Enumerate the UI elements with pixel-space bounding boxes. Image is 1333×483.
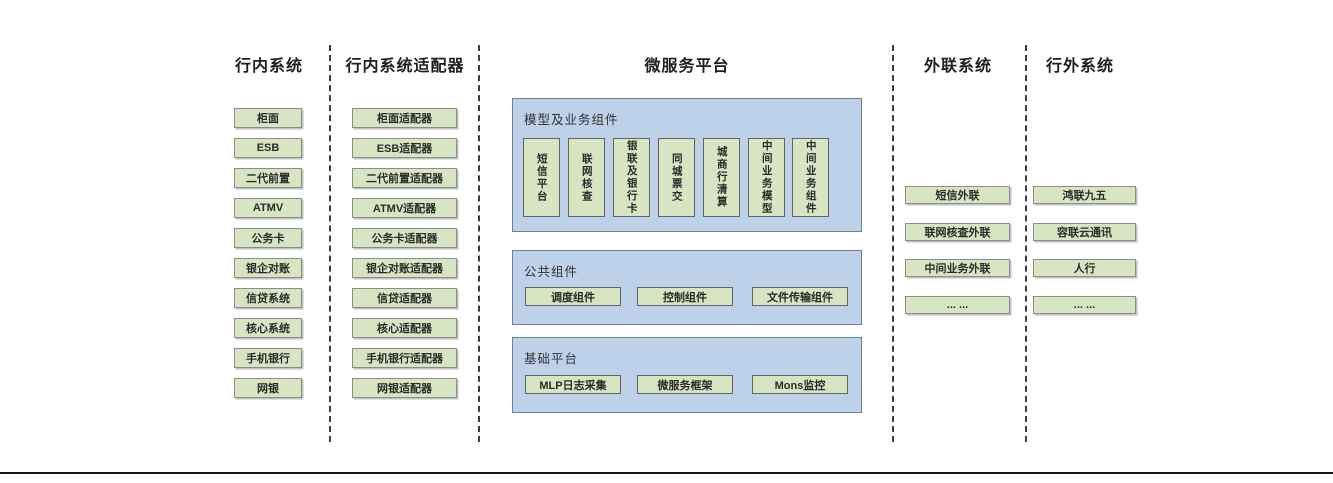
system-box-adapter: ESB适配器 [352, 138, 457, 158]
system-box-internal: 银企对账 [234, 258, 302, 278]
column-header-microservice-platform: 微服务平台 [644, 58, 730, 75]
system-box-adapter: 银企对账适配器 [352, 258, 457, 278]
system-box-adapter: 网银适配器 [352, 378, 457, 398]
component-label: 中间业务组件 [804, 140, 817, 215]
section-label-base: 基础平台 [524, 352, 579, 366]
system-box-outreach: 短信外联 [905, 186, 1010, 204]
component-label: 城商行清算 [715, 146, 728, 209]
column-divider [1025, 45, 1027, 442]
component-box-vertical: 银联及银行卡 [613, 138, 650, 217]
system-box-internal: ATMV [234, 198, 302, 218]
component-box: 控制组件 [637, 287, 733, 306]
system-box-external: ... ... [1033, 296, 1136, 314]
component-box-vertical: 城商行清算 [703, 138, 740, 217]
system-box-outreach: ... ... [905, 296, 1010, 314]
system-box-adapter: 柜面适配器 [352, 108, 457, 128]
column-header-internal-adapters: 行内系统适配器 [345, 58, 465, 75]
component-label: 短信平台 [535, 152, 548, 203]
column-divider [329, 45, 331, 442]
system-box-internal: 核心系统 [234, 318, 302, 338]
component-box-vertical: 中间业务模型 [748, 138, 785, 217]
component-box-vertical: 联网核查 [568, 138, 605, 217]
system-box-external: 人行 [1033, 259, 1136, 277]
system-box-internal: ESB [234, 138, 302, 158]
component-box: 微服务框架 [637, 375, 733, 394]
system-box-outreach: 联网核查外联 [905, 223, 1010, 241]
section-label-common: 公共组件 [524, 265, 579, 279]
component-box: MLP日志采集 [525, 375, 621, 394]
component-label: 中间业务模型 [760, 140, 773, 215]
component-label: 联网核查 [580, 152, 593, 203]
system-box-adapter: 手机银行适配器 [352, 348, 457, 368]
component-box: 调度组件 [525, 287, 621, 306]
component-box-vertical: 短信平台 [523, 138, 560, 217]
system-box-internal: 公务卡 [234, 228, 302, 248]
column-divider [478, 45, 480, 442]
system-box-adapter: ATMV适配器 [352, 198, 457, 218]
column-header-internal-systems: 行内系统 [234, 58, 303, 75]
component-box-vertical: 中间业务组件 [792, 138, 829, 217]
system-box-internal: 手机银行 [234, 348, 302, 368]
system-box-external: 容联云通讯 [1033, 223, 1136, 241]
component-box-vertical: 同城票交 [658, 138, 695, 217]
component-box: 文件传输组件 [752, 287, 848, 306]
column-header-external-systems: 行外系统 [1045, 58, 1114, 75]
bottom-divider-line [0, 472, 1333, 474]
column-header-outreach-systems: 外联系统 [923, 58, 992, 75]
system-box-adapter: 核心适配器 [352, 318, 457, 338]
system-box-internal: 信贷系统 [234, 288, 302, 308]
component-label: 同城票交 [670, 152, 683, 203]
system-box-internal: 二代前置 [234, 168, 302, 188]
system-box-adapter: 信贷适配器 [352, 288, 457, 308]
system-box-internal: 柜面 [234, 108, 302, 128]
system-box-adapter: 公务卡适配器 [352, 228, 457, 248]
column-divider [892, 45, 894, 442]
system-box-adapter: 二代前置适配器 [352, 168, 457, 188]
component-label: 银联及银行卡 [625, 140, 638, 215]
component-box: Mons监控 [752, 375, 848, 394]
system-box-internal: 网银 [234, 378, 302, 398]
system-box-outreach: 中间业务外联 [905, 259, 1010, 277]
section-label-model-business: 模型及业务组件 [524, 113, 619, 127]
system-box-external: 鸿联九五 [1033, 186, 1136, 204]
